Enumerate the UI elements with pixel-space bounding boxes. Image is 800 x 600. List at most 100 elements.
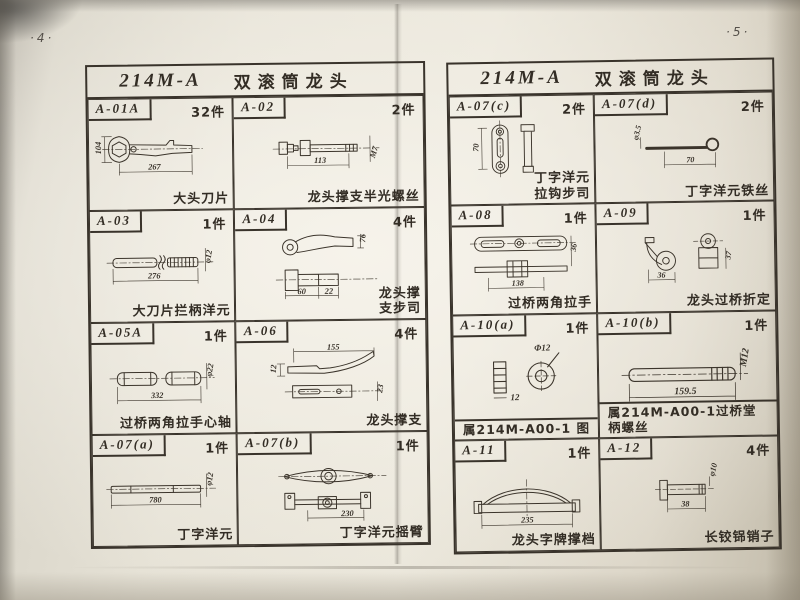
part-quantity: 1件 — [742, 209, 767, 225]
part-drawing: 332 φ22 — [93, 343, 233, 417]
part-quantity: 1件 — [563, 211, 588, 228]
model-name: 双滚筒龙头 — [233, 71, 354, 93]
part-caption: 丁字洋元铁丝 — [685, 183, 769, 200]
page-number-right: ·5· — [726, 25, 751, 39]
part-drawing: 155 12 23 — [239, 341, 424, 415]
part-caption: 过桥两角拉手心轴 — [120, 416, 232, 433]
svg-text:φ12: φ12 — [203, 249, 214, 263]
part-drawing: 159.5 M12 — [601, 332, 775, 420]
svg-text:23: 23 — [376, 384, 386, 395]
part-code: A-09 — [596, 203, 649, 226]
part-cell-A-11: A-11 1件 235 龙头字牌撑档 — [454, 438, 601, 553]
part-quantity: 1件 — [395, 439, 420, 455]
svg-text:235: 235 — [520, 516, 534, 525]
svg-text:38: 38 — [680, 500, 690, 509]
caption-line-1: 过桥两角拉手 — [507, 295, 593, 312]
part-caption: 龙头字牌撑档 — [512, 533, 596, 550]
caption-line-1: 过桥两角拉手心轴 — [119, 415, 233, 433]
part-caption: 龙头撑支步司 — [379, 286, 421, 318]
part-code: A-08 — [451, 206, 504, 228]
part-caption: 过桥两角拉手 — [508, 296, 592, 313]
part-quantity: 4件 — [746, 443, 771, 460]
caption-line-1: 属214M-A00-1过桥堂柄螺丝 — [607, 403, 757, 436]
part-drawing: 70 — [452, 116, 592, 188]
caption-line-1: 丁字洋元铁丝 — [685, 183, 770, 200]
part-quantity: 1件 — [567, 446, 592, 463]
model-name: 双滚筒龙头 — [594, 67, 715, 90]
part-drawing: 230 — [240, 453, 425, 527]
caption-line-1: 大头刀片 — [173, 191, 230, 208]
svg-text:76: 76 — [359, 233, 369, 243]
svg-text:155: 155 — [327, 343, 340, 352]
svg-text:780: 780 — [149, 495, 162, 504]
svg-text:230: 230 — [341, 509, 355, 518]
caption-line-1: 龙头撑支半光螺丝 — [307, 189, 420, 206]
part-code: A-10(a) — [453, 315, 527, 338]
part-quantity: 2件 — [561, 102, 587, 118]
part-caption: 丁字洋元 — [177, 528, 233, 544]
part-code: A-12 — [600, 438, 653, 461]
part-quantity: 1件 — [744, 318, 769, 334]
svg-text:138: 138 — [512, 279, 524, 288]
model-code: 214M-A — [480, 66, 563, 90]
svg-text:113: 113 — [315, 156, 327, 165]
svg-text:φ12: φ12 — [204, 472, 215, 486]
part-drawing: Φ12 12 — [455, 335, 595, 423]
part-code: A-01A — [88, 99, 152, 122]
svg-text:104: 104 — [94, 142, 103, 155]
part-code: A-07(a) — [92, 435, 167, 458]
part-drawing: 38 φ10 — [603, 458, 777, 532]
part-caption: 大刀片拦柄洋元 — [132, 304, 230, 321]
part-drawing: 235 — [457, 461, 597, 535]
part-quantity: 4件 — [392, 215, 418, 231]
svg-text:332: 332 — [150, 391, 164, 400]
part-caption: 丁字洋元摇臂 — [340, 525, 424, 542]
paper-shadow-top-left — [0, 0, 170, 80]
part-code: A-11 — [455, 440, 507, 463]
caption-line-1: 丁字洋元 — [534, 170, 591, 187]
part-caption: 丁字洋元拉钩步司 — [534, 171, 590, 203]
part-code: A-07(c) — [449, 96, 523, 119]
part-quantity: 1件 — [203, 329, 228, 345]
caption-line-1: 属214M-A00-1 — [462, 420, 572, 438]
part-drawing: 276 φ12 — [92, 231, 232, 305]
part-code: A-07(b) — [238, 433, 312, 456]
svg-text:36: 36 — [657, 271, 667, 280]
caption-line-1: 龙头过桥折定 — [686, 292, 772, 310]
part-code: A-06 — [236, 321, 289, 344]
svg-text:φ10: φ10 — [707, 462, 719, 477]
part-quantity: 4件 — [394, 327, 419, 343]
center-fold-line — [394, 4, 402, 564]
paper-edge-bottom — [0, 572, 800, 600]
svg-text:70: 70 — [686, 155, 694, 164]
svg-text:159.5: 159.5 — [674, 386, 696, 397]
part-caption: 龙头过桥折定 — [687, 293, 771, 310]
svg-text:267: 267 — [147, 162, 161, 171]
part-drawing: 104 267 — [91, 119, 231, 193]
caption-line-1: 龙头字牌撑档 — [511, 532, 596, 550]
svg-text:M7: M7 — [368, 145, 381, 160]
svg-text:M12: M12 — [738, 347, 752, 368]
svg-text:φ22: φ22 — [204, 363, 215, 377]
part-code: A-02 — [233, 97, 287, 120]
svg-text:60: 60 — [298, 287, 307, 296]
svg-text:276: 276 — [147, 271, 161, 280]
table-header-left: 214M-A 双滚筒龙头 — [87, 62, 424, 100]
part-quantity: 2件 — [740, 99, 765, 115]
caption-line-2: 支步司 — [378, 301, 422, 317]
